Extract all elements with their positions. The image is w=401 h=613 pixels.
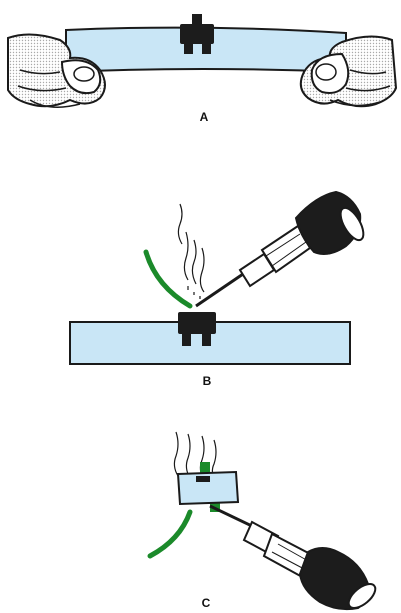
panel-b-figure	[70, 192, 368, 364]
panel-label-a: A	[200, 110, 209, 124]
wire-c	[150, 512, 190, 556]
panel-label-c: C	[202, 596, 211, 610]
soldering-iron-icon-c	[210, 506, 379, 612]
smoke-icon	[178, 204, 204, 299]
panel-label-b: B	[203, 374, 212, 388]
wire-b	[146, 252, 190, 306]
soldering-iron-icon-b	[196, 192, 368, 306]
panel-a-figure	[8, 14, 396, 107]
panel-c-figure	[150, 432, 379, 612]
